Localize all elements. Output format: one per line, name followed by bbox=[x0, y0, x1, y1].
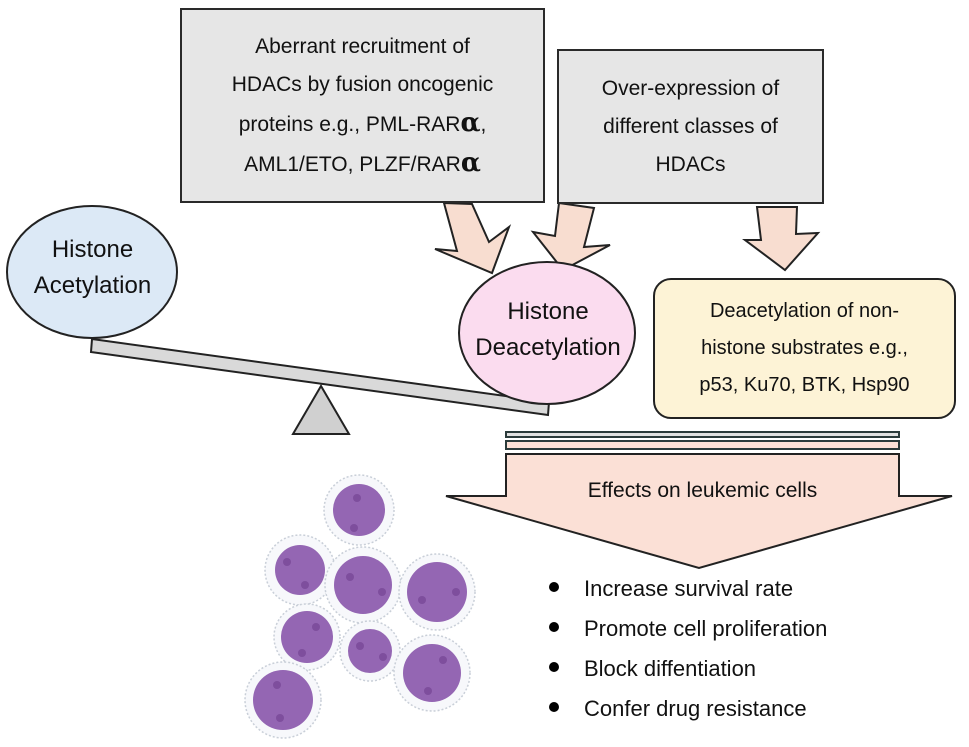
alpha-symbol: α bbox=[460, 107, 481, 138]
non-histone-substrates-box: Deacetylation of non- histone substrates… bbox=[653, 278, 956, 419]
effect-item: Confer drug resistance bbox=[547, 689, 827, 729]
histone-deacetylation-label: Histone Deacetylation bbox=[462, 294, 634, 366]
substrate-line: Deacetylation of non- bbox=[709, 300, 899, 322]
bullet-icon bbox=[549, 702, 559, 712]
cause-box-line: Aberrant recruitment of bbox=[255, 34, 470, 58]
label-line: Acetylation bbox=[33, 272, 152, 299]
effect-text: Increase survival rate bbox=[584, 576, 794, 601]
bullet-icon bbox=[549, 582, 559, 592]
cause-box-line: proteins e.g., PML-RARα, bbox=[232, 104, 493, 144]
effects-title: Effects on leukemic cells bbox=[587, 479, 818, 502]
cause-box-text: proteins e.g., PML-RAR bbox=[238, 112, 461, 136]
nucleolus-spot bbox=[350, 524, 358, 532]
nucleolus-spot bbox=[273, 681, 281, 689]
arrow-down-icon bbox=[530, 201, 611, 272]
effect-text: Promote cell proliferation bbox=[584, 616, 828, 641]
cell-nucleus bbox=[275, 545, 325, 595]
effects-list: Increase survival rate Promote cell prol… bbox=[547, 569, 827, 729]
nucleolus-spot bbox=[298, 649, 306, 657]
cause-box-fusion-oncoproteins: Aberrant recruitment of HDACs by fusion … bbox=[180, 8, 545, 203]
label-line: Histone bbox=[507, 298, 589, 325]
nucleolus-spot bbox=[356, 642, 364, 650]
nucleolus-spot bbox=[346, 573, 354, 581]
leukemic-cell-cluster bbox=[244, 474, 476, 739]
effects-arrow-bar-2 bbox=[505, 440, 900, 450]
cause-box-text: , bbox=[480, 112, 487, 136]
nucleolus-spot bbox=[378, 588, 386, 596]
histone-acetylation-ellipse bbox=[6, 205, 178, 339]
cell-nucleus bbox=[407, 562, 467, 622]
nucleolus-spot bbox=[452, 588, 460, 596]
effect-item: Increase survival rate bbox=[547, 569, 827, 609]
cell-nucleus bbox=[334, 556, 392, 614]
effects-arrow-bar-1 bbox=[505, 431, 900, 438]
nucleolus-spot bbox=[353, 494, 361, 502]
label-line: Deacetylation bbox=[475, 334, 621, 361]
cause-box-line: Over-expression of bbox=[601, 76, 780, 100]
effect-text: Confer drug resistance bbox=[584, 696, 807, 721]
fulcrum-triangle bbox=[291, 384, 351, 435]
label-line: Histone bbox=[51, 236, 134, 263]
bullet-icon bbox=[549, 622, 559, 632]
histone-deacetylation-ellipse bbox=[458, 261, 636, 405]
balance-beam bbox=[89, 337, 551, 417]
effect-item: Block diffentiation bbox=[547, 649, 827, 689]
cause-box-line: HDACs bbox=[655, 152, 726, 176]
nucleolus-spot bbox=[301, 581, 309, 589]
nucleolus-spot bbox=[276, 714, 284, 722]
substrate-line: p53, Ku70, BTK, Hsp90 bbox=[699, 374, 910, 396]
bullet-icon bbox=[549, 662, 559, 672]
nucleolus-spot bbox=[312, 623, 320, 631]
cell-nucleus bbox=[281, 611, 333, 663]
effects-arrow bbox=[445, 453, 953, 570]
effect-text: Block diffentiation bbox=[584, 656, 757, 681]
cause-box-line: different classes of bbox=[603, 114, 778, 138]
cause-box-line: HDACs by fusion oncogenic bbox=[231, 72, 494, 96]
effect-item: Promote cell proliferation bbox=[547, 609, 827, 649]
nucleolus-spot bbox=[418, 596, 426, 604]
alpha-symbol: α bbox=[460, 147, 481, 178]
cause-box-line: AML1/ETO, PLZF/RARα bbox=[232, 144, 493, 184]
cause-box-text: AML1/ETO, PLZF/RAR bbox=[244, 152, 461, 176]
nucleolus-spot bbox=[424, 687, 432, 695]
cell-nucleus bbox=[348, 629, 392, 673]
substrate-line: histone substrates e.g., bbox=[701, 337, 908, 359]
nucleolus-spot bbox=[379, 653, 387, 661]
histone-acetylation-label: Histone Acetylation bbox=[10, 232, 175, 304]
nucleolus-spot bbox=[283, 558, 291, 566]
cell-nucleus bbox=[333, 484, 385, 536]
arrow-down-icon bbox=[434, 201, 512, 275]
cell-nucleus bbox=[403, 644, 461, 702]
cell-nucleus bbox=[253, 670, 313, 730]
cause-box-overexpression: Over-expression of different classes of … bbox=[557, 49, 824, 204]
nucleolus-spot bbox=[439, 656, 447, 664]
arrow-down-icon bbox=[742, 206, 821, 272]
